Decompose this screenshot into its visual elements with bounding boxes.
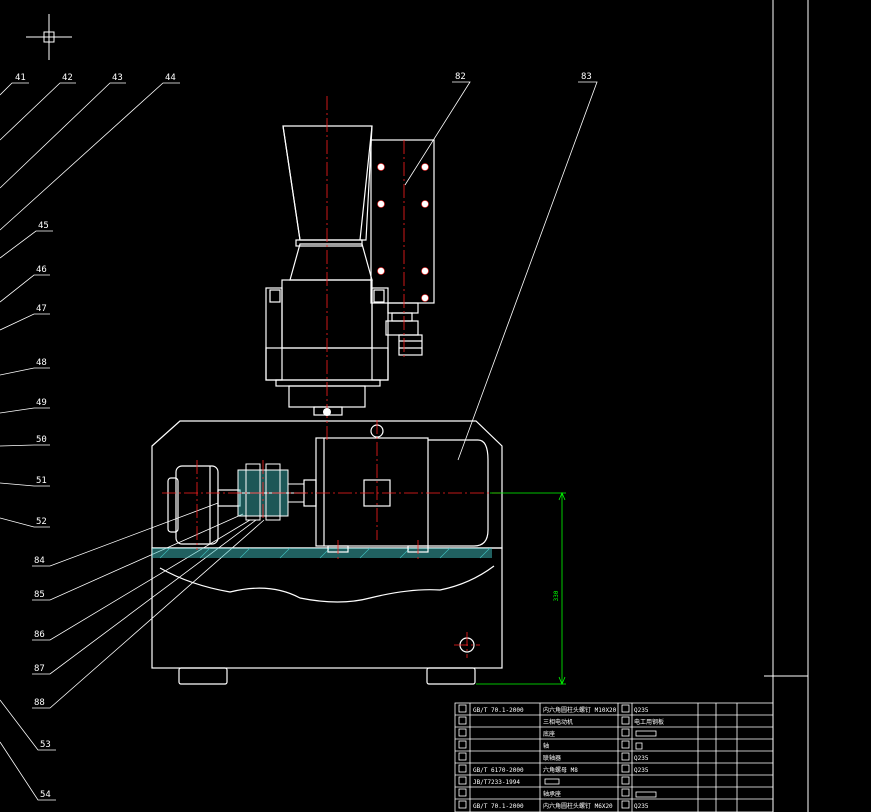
label-82: 82 bbox=[455, 72, 466, 82]
tb-row4-name: 轴 bbox=[543, 742, 549, 750]
label-46: 46 bbox=[36, 265, 47, 275]
tb-row6-name: 六角螺母 M8 bbox=[543, 766, 578, 774]
tb-row1-code: GB/T 70.1-2000 bbox=[473, 707, 524, 714]
tb-row5-material: Q235 bbox=[634, 755, 649, 762]
label-51: 51 bbox=[36, 476, 47, 486]
label-85: 85 bbox=[34, 590, 45, 600]
tb-row9-material: Q235 bbox=[634, 803, 649, 810]
label-43: 43 bbox=[112, 73, 123, 83]
tb-row8-name: 轴承座 bbox=[543, 790, 561, 798]
part-labels: 41 42 43 44 45 46 47 48 49 50 51 52 84 8… bbox=[15, 72, 592, 800]
label-86: 86 bbox=[34, 630, 45, 640]
tb-row2-name: 三相电动机 bbox=[543, 718, 573, 726]
hatch-plate bbox=[152, 548, 492, 558]
tb-row2-material: 电工用钢板 bbox=[634, 718, 664, 726]
tb-row9-name: 内六角圆柱头螺钉 M6X20 bbox=[543, 802, 613, 810]
shaft-center-mark bbox=[323, 408, 331, 416]
tb-row3-name: 底座 bbox=[543, 730, 555, 738]
label-52: 52 bbox=[36, 517, 47, 527]
dimension-text: 330 bbox=[553, 590, 560, 601]
label-49: 49 bbox=[36, 398, 47, 408]
label-50: 50 bbox=[36, 435, 47, 445]
label-45: 45 bbox=[38, 221, 49, 231]
tb-row6-material: Q235 bbox=[634, 767, 649, 774]
label-44: 44 bbox=[165, 73, 176, 83]
label-87: 87 bbox=[34, 664, 45, 674]
label-41: 41 bbox=[15, 73, 26, 83]
gearbox-plate bbox=[370, 139, 435, 356]
label-84: 84 bbox=[34, 556, 45, 566]
tb-row1-material: Q235 bbox=[634, 707, 649, 714]
tb-row6-code: GB/T 6170-2000 bbox=[473, 767, 524, 774]
tb-row5-name: 联轴器 bbox=[543, 754, 561, 762]
tb-row7-code: JB/T7233-1994 bbox=[473, 779, 520, 786]
title-block-grid bbox=[454, 702, 774, 812]
drawing-frame bbox=[764, 0, 809, 812]
label-83: 83 bbox=[581, 72, 592, 82]
centerlines bbox=[162, 96, 500, 658]
label-42: 42 bbox=[62, 73, 73, 83]
title-block-checkboxes bbox=[458, 704, 657, 809]
tb-row9-code: GB/T 70.1-2000 bbox=[473, 803, 524, 810]
label-53: 53 bbox=[40, 740, 51, 750]
title-block-text: GB/T 70.1-2000 内六角圆柱头螺钉 M10X20 Q235 三相电动… bbox=[473, 706, 664, 810]
plate-bolts bbox=[377, 163, 429, 302]
label-54: 54 bbox=[40, 790, 51, 800]
tb-row1-name: 内六角圆柱头螺钉 M10X20 bbox=[543, 706, 617, 714]
dimension-330 bbox=[476, 491, 566, 686]
label-47: 47 bbox=[36, 304, 47, 314]
label-88: 88 bbox=[34, 698, 45, 708]
crosshair-cursor-icon bbox=[26, 14, 72, 60]
label-48: 48 bbox=[36, 358, 47, 368]
